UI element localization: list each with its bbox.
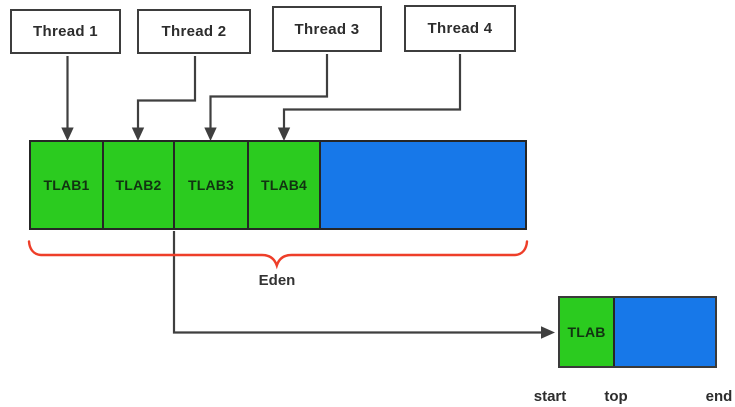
thread-1-label: Thread 1 [33,23,98,40]
thread4-arrow-line [282,54,462,130]
pointer-label-start: start [533,388,567,405]
tlab3-label: TLAB3 [187,177,235,193]
thread3-arrowhead-icon [204,127,217,141]
tlab2-cell: TLAB2 [104,142,175,228]
tlab-detail-free-space [615,298,715,366]
thread3-arrow-line [209,54,329,130]
thread-4-label: Thread 4 [427,20,493,37]
thread4-arrowhead-icon [277,127,291,141]
thread2-arrowhead-icon [131,127,145,141]
eden-free-space [321,142,525,228]
tlab-detail-label: TLAB [567,324,606,340]
tlab2-label: TLAB2 [115,177,162,193]
tlab-detail-box: TLAB [558,296,717,368]
tlab1-label: TLAB1 [43,177,90,193]
pointer-label-top: top [604,388,628,405]
tlab-detail-arrow-line [172,231,542,334]
thread-box-1: Thread 1 [10,9,121,54]
thread-box-3: Thread 3 [272,6,382,52]
eden-brace [27,240,529,270]
thread1-arrowhead-icon [61,127,74,141]
tlab-detail-arrowhead-icon [541,326,555,339]
thread-2-label: Thread 2 [161,23,227,40]
thread-3-label: Thread 3 [294,20,360,38]
tlab4-cell: TLAB4 [249,142,321,228]
thread-box-4: Thread 4 [404,5,516,52]
tlab-detail-used-cell: TLAB [560,298,615,366]
eden-space-bar: TLAB1 TLAB2 TLAB3 TLAB4 [29,140,527,230]
tlab4-label: TLAB4 [260,177,308,193]
tlab1-cell: TLAB1 [31,142,104,228]
pointer-label-end: end [705,388,733,405]
tlab3-cell: TLAB3 [175,142,249,228]
eden-label: Eden [258,272,296,289]
thread2-arrow-line [136,56,197,130]
thread-box-2: Thread 2 [137,9,251,54]
